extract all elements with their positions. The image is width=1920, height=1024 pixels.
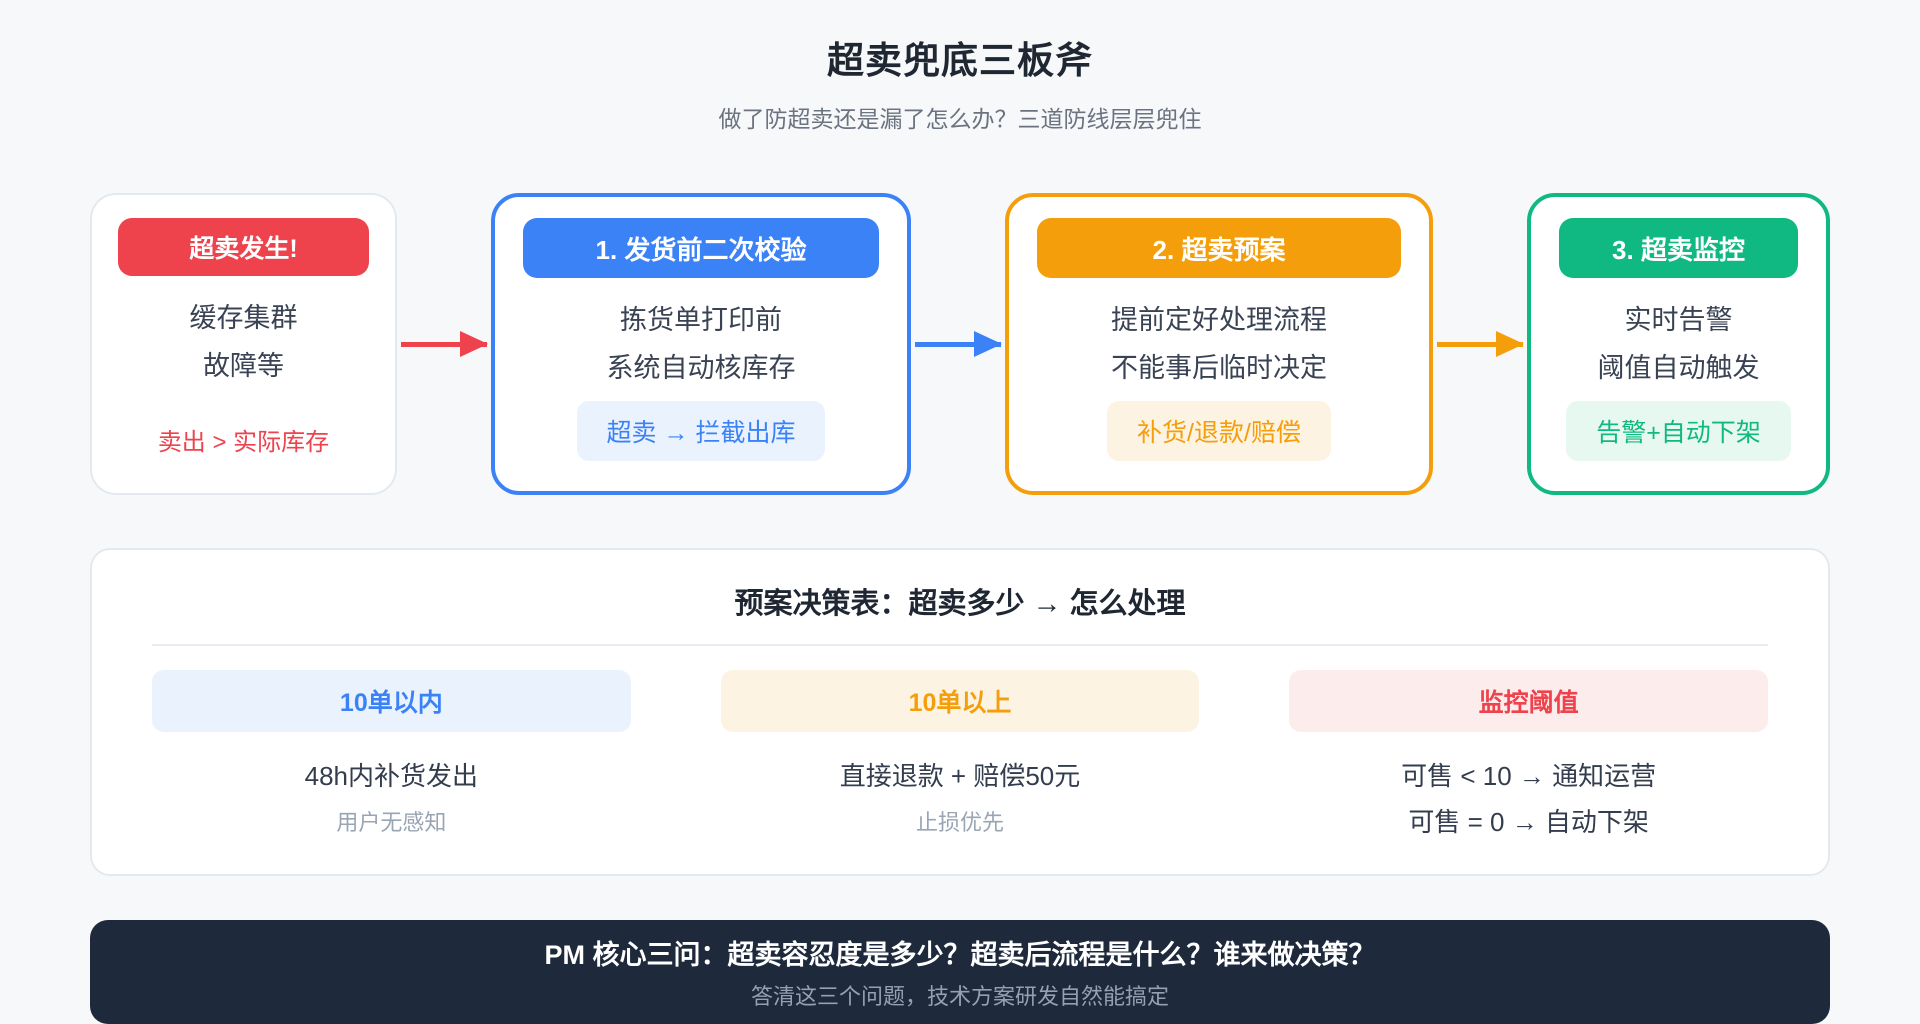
box-text-line: 不能事后临时决定 [1111,352,1327,383]
decision-col-header: 监控阈值 [1289,670,1768,732]
precheck-header-badge: 1. 发货前二次校验 [523,218,879,278]
oversell-event-lines: 缓存集群 故障等 [190,302,298,384]
flow-arrow-red-icon [401,341,487,347]
decision-col-note: 用户无感知 [336,809,447,835]
decision-col-value: 48h内补货发出 [304,761,479,791]
decision-col-over-10: 10单以上 直接退款 + 赔偿50元 止损优先 [720,670,1200,838]
box-text-line: 实时告警 [1624,305,1733,335]
decision-col-header: 10单以内 [152,670,631,732]
flow-box-contingency-plan: 2. 超卖预案 提前定好处理流程 不能事后临时决定 补货/退款/赔偿 [1005,193,1433,495]
flow-box-precheck: 1. 发货前二次校验 拣货单打印前 系统自动核库存 超卖 → 拦截出库 [491,193,911,495]
precheck-result-pill: 超卖 → 拦截出库 [576,401,826,461]
pm-questions-subtitle: 答清这三个问题，技术方案研发自然能搞定 [750,984,1169,1009]
pm-questions-title: PM 核心三问：超卖容忍度是多少？超卖后流程是什么？谁来做决策？ [544,940,1376,970]
decision-table-columns: 10单以内 48h内补货发出 用户无感知 10单以上 直接退款 + 赔偿50元 … [152,670,1768,838]
decision-col-note: 止损优先 [915,809,1004,835]
decision-col-value: 可售 < 10 → 通知运营 [1401,761,1657,791]
box-text-line: 提前定好处理流程 [1111,305,1327,335]
decision-table-card: 预案决策表：超卖多少 → 怎么处理 10单以内 48h内补货发出 用户无感知 1… [90,548,1830,876]
decision-table-title: 预案决策表：超卖多少 → 怎么处理 [734,588,1186,620]
box-text-line: 拣货单打印前 [620,305,782,335]
monitoring-lines: 实时告警 阈值自动触发 [1598,304,1760,386]
decision-col-value: 直接退款 + 赔偿50元 [839,761,1081,791]
flow-arrow-blue-icon [915,341,1001,347]
plan-header-badge: 2. 超卖预案 [1037,218,1401,278]
box-text-line: 缓存集群 [189,303,298,333]
box-text-line: 故障等 [203,350,284,381]
page-subtitle: 做了防超卖还是漏了怎么办？三道防线层层兜住 [718,106,1202,132]
flow-row: 超卖发生! 缓存集群 故障等 卖出 > 实际库存 1. 发货前二次校验 拣货单打… [90,192,1830,496]
oversell-condition-note: 卖出 > 实际库存 [157,429,330,456]
precheck-lines: 拣货单打印前 系统自动核库存 [607,304,796,386]
divider [152,644,1768,646]
decision-col-header: 10单以上 [720,670,1200,732]
page-title: 超卖兜底三板斧 [827,40,1093,81]
decision-col-value: 可售 = 0 → 自动下架 [1408,806,1649,837]
flow-box-oversell-event: 超卖发生! 缓存集群 故障等 卖出 > 实际库存 [90,193,397,495]
flow-arrow-orange-icon [1437,341,1523,347]
monitoring-header-badge: 3. 超卖监控 [1559,218,1798,278]
monitoring-result-pill: 告警+自动下架 [1566,401,1791,461]
box-text-line: 系统自动核库存 [606,352,796,383]
pm-questions-banner: PM 核心三问：超卖容忍度是多少？超卖后流程是什么？谁来做决策？ 答清这三个问题… [90,920,1830,1024]
plan-lines: 提前定好处理流程 不能事后临时决定 [1111,304,1327,386]
plan-result-pill: 补货/退款/赔偿 [1107,401,1331,461]
decision-col-thresholds: 监控阈值 可售 < 10 → 通知运营 可售 = 0 → 自动下架 [1289,670,1768,838]
decision-col-under-10: 10单以内 48h内补货发出 用户无感知 [152,670,631,838]
flow-box-monitoring: 3. 超卖监控 实时告警 阈值自动触发 告警+自动下架 [1527,193,1830,495]
box-text-line: 阈值自动触发 [1597,352,1760,383]
infographic-canvas: 超卖兜底三板斧 做了防超卖还是漏了怎么办？三道防线层层兜住 超卖发生! 缓存集群… [90,0,1830,1024]
oversell-event-badge: 超卖发生! [118,218,369,276]
